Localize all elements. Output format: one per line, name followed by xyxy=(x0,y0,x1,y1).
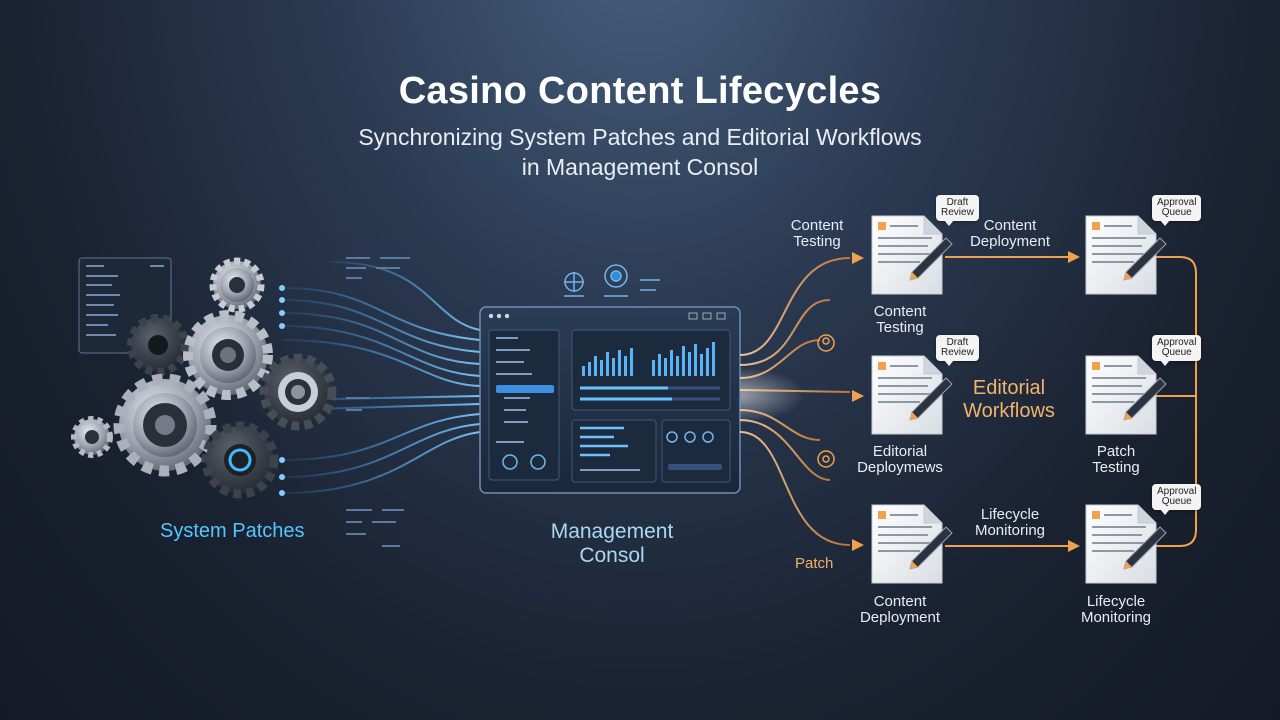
console-top-icons xyxy=(564,264,660,297)
doc-label-patch-testing: Patch Testing xyxy=(1092,443,1140,476)
gear-icon xyxy=(209,257,265,313)
document-icon-doc4 xyxy=(1085,215,1167,295)
console-window xyxy=(479,306,741,494)
gear-icon xyxy=(259,353,337,431)
patch-connector-dots xyxy=(279,285,285,496)
speech-bubble-icon-approval-queue-2: Approval Queue xyxy=(1152,335,1202,366)
pen-icon xyxy=(909,377,953,421)
doc-label-content-deployment: Content Deployment xyxy=(859,593,941,626)
speech-bubble-icon-approval-queue-1: Approval Queue xyxy=(1152,195,1202,226)
circuit-text-marks xyxy=(346,257,410,547)
flow-label-editorial-workflows: Editorial Workflows xyxy=(963,377,1055,422)
flow-label-content-deployment: Content Deployment xyxy=(969,217,1051,250)
doc-label-content-testing: Content Testing xyxy=(873,303,927,336)
management-console-label: Management Consol xyxy=(550,520,674,567)
system-patches-label: System Patches xyxy=(160,520,305,542)
speech-bubble-icon-draft-review-2: Draft Review xyxy=(936,335,979,366)
gear-icon-cluster xyxy=(71,257,337,499)
speech-bubble-icon-approval-queue-3: Approval Queue xyxy=(1152,484,1202,515)
document-icon-doc1 xyxy=(871,215,953,295)
page-title: Casino Content Lifecycles xyxy=(398,70,882,112)
pen-icon xyxy=(1123,526,1167,570)
pen-icon xyxy=(1123,237,1167,281)
patch-connector-lines xyxy=(281,245,481,520)
gear-icon xyxy=(127,314,189,376)
gear-icon xyxy=(113,373,217,477)
arrow-heads xyxy=(852,251,1080,552)
orange-small-icons xyxy=(817,334,835,468)
flow-label-content-testing: Content Testing xyxy=(790,217,844,250)
speech-bubble-icon-draft-review-1: Draft Review xyxy=(936,195,979,226)
workflow-connector-lines xyxy=(739,257,851,546)
doc-label-lifecycle-monitoring: Lifecycle Monitoring xyxy=(1080,593,1152,626)
pen-icon xyxy=(1123,377,1167,421)
document-icon-doc2 xyxy=(871,355,953,435)
gear-icon xyxy=(71,416,113,458)
pen-icon xyxy=(909,526,953,570)
subtitle-line-2: in Management Consol xyxy=(521,154,759,180)
gear-icon xyxy=(201,421,279,499)
document-icon-doc6 xyxy=(1085,504,1167,584)
document-icon-doc5 xyxy=(1085,355,1167,435)
doc-label-editorial-deploymews: Editorial Deploymews xyxy=(857,443,943,476)
flow-label-patch: Patch xyxy=(795,555,834,572)
console-bar-chart xyxy=(582,342,715,376)
doc-connectors xyxy=(945,256,1197,547)
pen-icon xyxy=(909,237,953,281)
document-icon-doc3 xyxy=(871,504,953,584)
flow-label-lifecycle-monitoring: Lifecycle Monitoring xyxy=(974,506,1046,539)
gear-icon xyxy=(183,310,273,400)
subtitle-line-1: Synchronizing System Patches and Editori… xyxy=(358,124,922,150)
page-subtitle: Synchronizing System Patches and Editori… xyxy=(0,122,1280,182)
